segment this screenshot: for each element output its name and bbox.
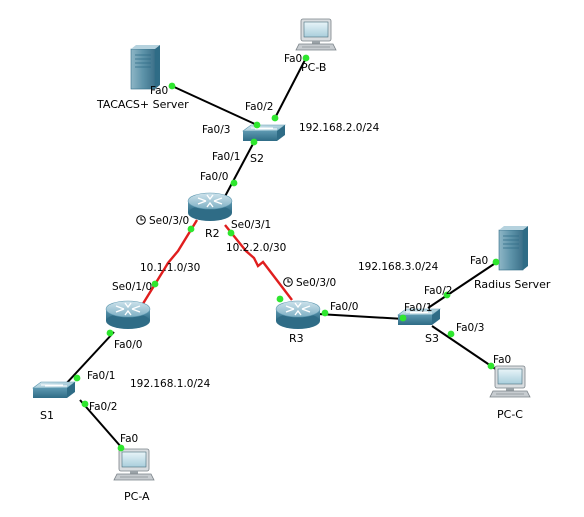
port-dot-radius <box>492 258 500 266</box>
port-label: Fa0/1 <box>404 302 432 314</box>
port-dot-s2-fa02 <box>271 114 279 122</box>
device-label-s1: S1 <box>40 409 54 422</box>
port-dot-pcb <box>302 54 310 62</box>
device-label-pca: PC-A <box>124 490 150 503</box>
port-dot-r3-se030 <box>276 295 284 303</box>
link-pcb-s2 <box>274 57 307 119</box>
port-label: Fa0/1 <box>87 370 115 382</box>
device-label-s2: S2 <box>250 152 264 165</box>
pc-c[interactable] <box>489 365 531 398</box>
device-label-tacacs: TACACS+ Server <box>96 98 189 111</box>
port-dot-r2-se030 <box>187 225 195 233</box>
port-label: Se0/3/1 <box>231 219 271 231</box>
router-r2[interactable] <box>187 192 233 222</box>
link-r1-s1 <box>63 331 115 387</box>
port-label: Fa0 <box>284 53 302 65</box>
link-tacacs-s2 <box>171 85 258 126</box>
router-r1[interactable] <box>105 300 151 330</box>
network-label-wan-r2-r3: 10.2.2.0/30 <box>226 242 286 254</box>
port-label: Fa0/0 <box>330 301 358 313</box>
switch-s2[interactable] <box>242 124 286 142</box>
device-label-r3: R3 <box>289 332 304 345</box>
network-label-lan-s3: 192.168.3.0/24 <box>358 261 439 273</box>
port-label: Fa0/3 <box>202 124 230 136</box>
device-label-pcc: PC-C <box>497 408 523 421</box>
port-label: Fa0 <box>120 433 138 445</box>
network-label-lan-s1: 192.168.1.0/24 <box>130 378 211 390</box>
port-label: Fa0/1 <box>212 151 240 163</box>
link-r3-s3 <box>317 313 405 320</box>
pc-a[interactable] <box>113 448 155 481</box>
port-label: Fa0/3 <box>456 322 484 334</box>
port-label: Fa0/0 <box>200 171 228 183</box>
network-label-wan-r1-r2: 10.1.1.0/30 <box>140 262 200 274</box>
port-label: Fa0 <box>493 354 511 366</box>
port-dot-s2-fa01 <box>250 138 258 146</box>
port-dot-pcc <box>487 362 495 370</box>
port-label: Fa0/2 <box>89 401 117 413</box>
radius-server[interactable] <box>498 225 529 271</box>
port-dot-r2-se031 <box>227 229 235 237</box>
port-label: Se0/3/0 <box>149 215 189 227</box>
port-label: Fa0 <box>150 85 168 97</box>
device-label-r2: R2 <box>205 227 220 240</box>
port-dot-r1-se010 <box>151 280 159 288</box>
port-dot-s3-fa01 <box>399 314 407 322</box>
port-dot-r1-fa00 <box>106 329 114 337</box>
link-s1-pca <box>79 399 123 449</box>
pc-b[interactable] <box>295 18 337 51</box>
port-status-dots <box>73 54 500 452</box>
port-label: Fa0/2 <box>245 101 273 113</box>
port-dot-s3-fa02 <box>443 291 451 299</box>
port-label: Se0/3/0 <box>296 277 336 289</box>
port-dot-r3-fa00 <box>321 309 329 317</box>
clock-icon <box>136 215 146 225</box>
port-label: Fa0 <box>470 255 488 267</box>
port-label: Fa0/2 <box>424 285 452 297</box>
switch-s1[interactable] <box>32 381 76 399</box>
port-dot-tacacs <box>168 82 176 90</box>
device-label-pcb: PC-B <box>301 61 326 74</box>
port-label: Se0/1/0 <box>112 281 152 293</box>
tacacs-server[interactable] <box>130 44 161 90</box>
clock-icon <box>283 277 293 287</box>
port-dot-r2-fa00 <box>230 179 238 187</box>
port-dot-s2-fa03 <box>253 121 261 129</box>
router-r3[interactable] <box>275 300 321 330</box>
port-dot-s1-fa01 <box>73 374 81 382</box>
link-s3-radius <box>427 261 498 309</box>
device-label-s3: S3 <box>425 332 439 345</box>
port-dot-pca <box>117 444 125 452</box>
port-dot-s3-fa03 <box>447 330 455 338</box>
device-label-radius: Radius Server <box>474 278 551 291</box>
network-label-lan-s2: 192.168.2.0/24 <box>299 122 380 134</box>
port-dot-s1-fa02 <box>81 400 89 408</box>
link-r2-r3-serial <box>224 224 293 301</box>
link-s2-r2 <box>221 141 255 203</box>
port-label: Fa0/0 <box>114 339 142 351</box>
